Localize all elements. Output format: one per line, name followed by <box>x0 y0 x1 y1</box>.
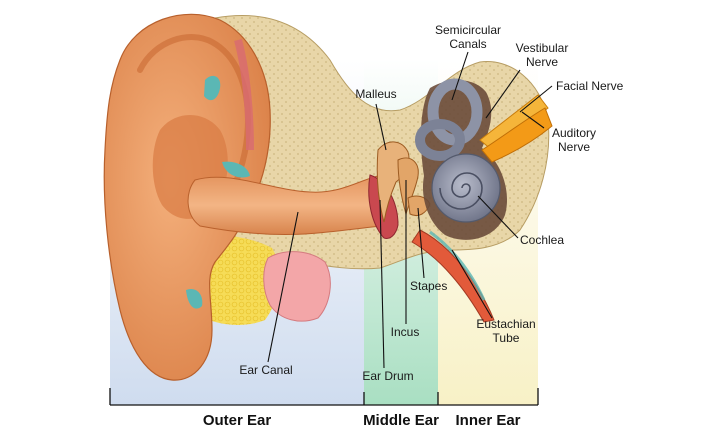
label-semicircular-line2: Canals <box>449 37 486 51</box>
leader-auditory <box>521 111 545 129</box>
helix-fold <box>137 34 252 198</box>
label-malleus: Malleus <box>355 87 396 101</box>
leader-eustachian <box>451 249 493 319</box>
label-vestibular-line2: Nerve <box>526 55 558 69</box>
label-ear-drum: Ear Drum <box>362 369 413 383</box>
label-facial-nerve: Facial Nerve <box>556 79 624 93</box>
leader-semicircular <box>451 51 469 101</box>
region-inner-ear: Inner Ear <box>455 412 520 429</box>
cochlea-shape <box>431 153 501 223</box>
incus-bone <box>397 157 419 216</box>
label-auditory-line1: Auditory <box>552 126 596 140</box>
label-stapes: Stapes <box>410 279 447 293</box>
leader-facial <box>519 85 553 113</box>
eustachian-tube-inner <box>429 230 486 301</box>
tissue-blob-3 <box>186 288 203 309</box>
leader-vestibular <box>485 69 521 119</box>
label-incus: Incus <box>391 325 420 339</box>
tissue-blob-1 <box>204 75 221 101</box>
leader-ear-canal <box>267 211 299 363</box>
leader-stapes <box>417 207 425 279</box>
ear-canal <box>187 175 383 236</box>
parotid-tissue <box>263 251 331 322</box>
label-ear-canal: Ear Canal <box>239 363 292 377</box>
label-vestibular-line1: Vestibular <box>516 41 569 55</box>
tissue-blob-2 <box>222 161 250 178</box>
label-eustachian-line2: Tube <box>493 331 520 345</box>
region-outer-ear: Outer Ear <box>203 412 272 429</box>
semicircular-canal-2 <box>415 119 465 161</box>
cartilage <box>234 38 254 151</box>
leader-ear-drum <box>379 199 385 369</box>
label-auditory-line2: Nerve <box>558 140 590 154</box>
label-cochlea: Cochlea <box>520 233 564 247</box>
leader-malleus <box>375 103 387 151</box>
label-eustachian-line1: Eustachian <box>476 317 535 331</box>
cochlea-spiral <box>439 172 483 210</box>
leader-cochlea <box>477 195 519 239</box>
label-semicircular-line1: Semicircular <box>435 23 501 37</box>
region-middle-ear: Middle Ear <box>363 412 439 429</box>
